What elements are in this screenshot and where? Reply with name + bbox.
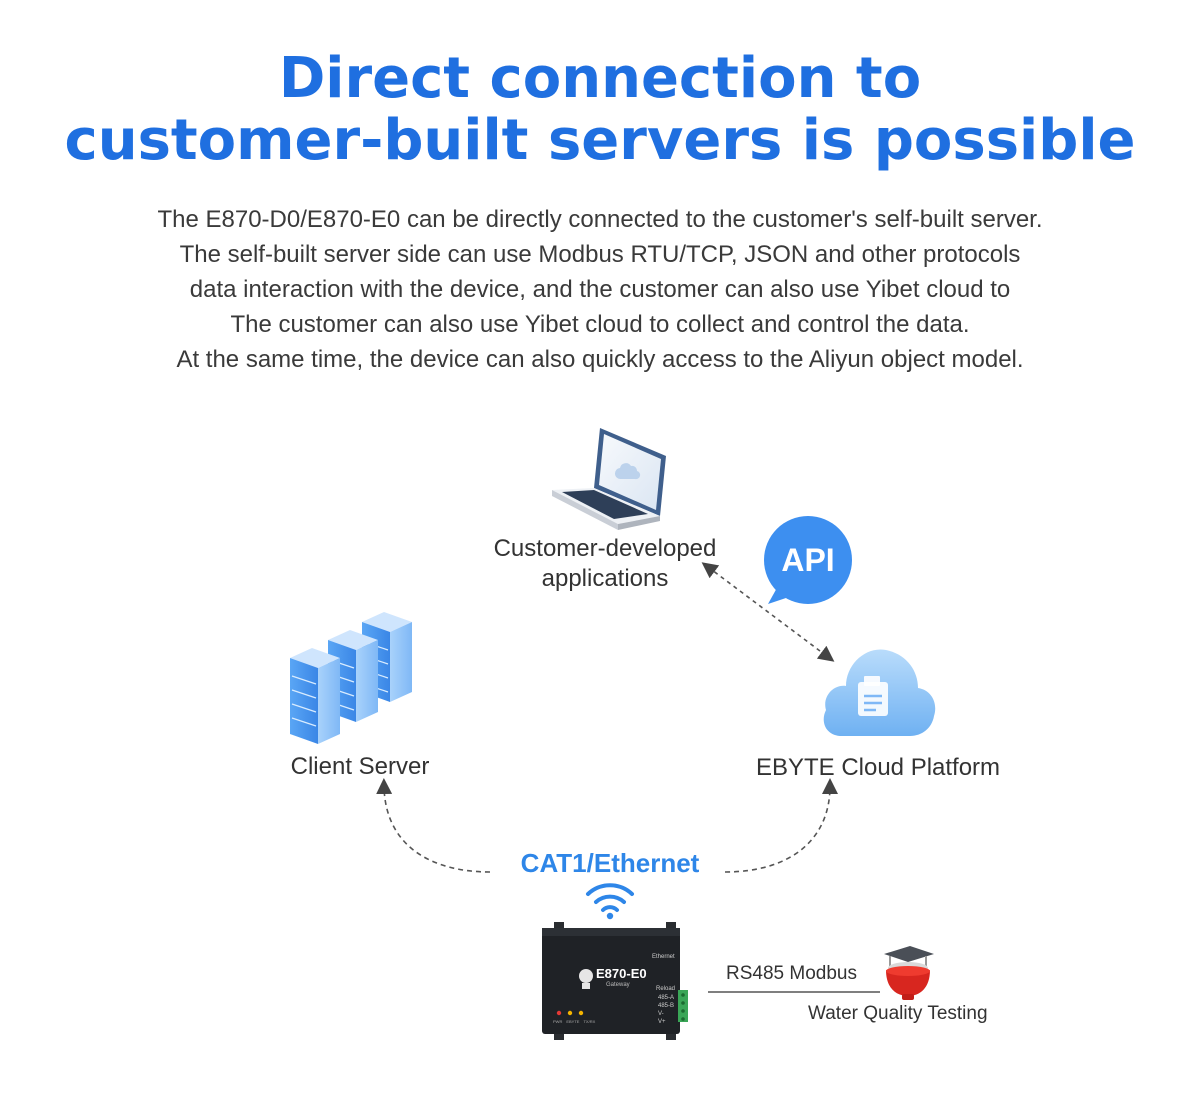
document-icon: [858, 676, 888, 716]
pin-485a: 485-A: [658, 995, 675, 1001]
cloud-icon: [823, 649, 936, 736]
api-bubble: API: [762, 516, 854, 608]
page-title: Direct connection to customer-built serv…: [0, 48, 1200, 172]
laptop-icon: [552, 428, 666, 530]
server-tower-front: [290, 648, 340, 744]
water-quality-label: Water Quality Testing: [808, 1003, 988, 1024]
wifi-icon: [586, 883, 634, 920]
water-quality-sensor-icon: [884, 946, 934, 1000]
client-server-label: Client Server: [290, 753, 430, 780]
server-rack-icon: [290, 612, 412, 744]
cloud-platform-label: EBYTE Cloud Platform: [755, 754, 1001, 781]
speech-bubble-icon: [764, 516, 852, 604]
device-subtitle: Gateway: [606, 982, 630, 988]
description-line-2: The self-built server side can use Modbu…: [179, 241, 1021, 268]
led-pwr: PWR: [553, 1019, 563, 1024]
device-pin-labels: 485-A 485-B V- V+: [658, 994, 674, 1026]
pin-vplus: V+: [658, 1019, 666, 1025]
pin-vminus: V-: [658, 1011, 664, 1017]
rs485-label: RS485 Modbus: [726, 963, 857, 984]
link-label: CAT1/Ethernet: [520, 848, 700, 878]
client-server-connector: [376, 778, 491, 873]
cloud-connector: [724, 778, 838, 873]
description-line-4: The customer can also use Yibet cloud to…: [230, 311, 970, 338]
customer-app-label: Customer-developed applications: [470, 534, 740, 594]
description-line-3: data interaction with the device, and th…: [189, 276, 1011, 303]
api-connector: [701, 562, 835, 662]
led-ebyte: EBYTE: [566, 1019, 580, 1024]
title-line-1: Direct connection to: [278, 46, 922, 111]
api-label: API: [781, 542, 835, 578]
pin-485b: 485-B: [658, 1003, 675, 1009]
device-port-label: Ethernet: [652, 954, 675, 960]
customer-app-label-line-1: Customer-developed: [493, 535, 717, 562]
gateway-body: [542, 922, 688, 1040]
customer-app-label-line-2: applications: [541, 565, 669, 592]
device-led-labels: PWR EBYTE TX/RX: [553, 1019, 595, 1024]
description-line-1: The E870-D0/E870-E0 can be directly conn…: [157, 206, 1043, 233]
gateway-device: E870-E0 Gateway Ethernet Reload 485-A 48…: [540, 920, 690, 1042]
device-model: E870-E0: [596, 966, 647, 981]
description-line-5: At the same time, the device can also qu…: [176, 346, 1024, 373]
description: The E870-D0/E870-E0 can be directly conn…: [0, 202, 1200, 377]
title-line-2: customer-built servers is possible: [64, 108, 1136, 173]
device-reload-label: Reload: [656, 986, 676, 992]
led-txrx: TX/RX: [583, 1019, 596, 1024]
